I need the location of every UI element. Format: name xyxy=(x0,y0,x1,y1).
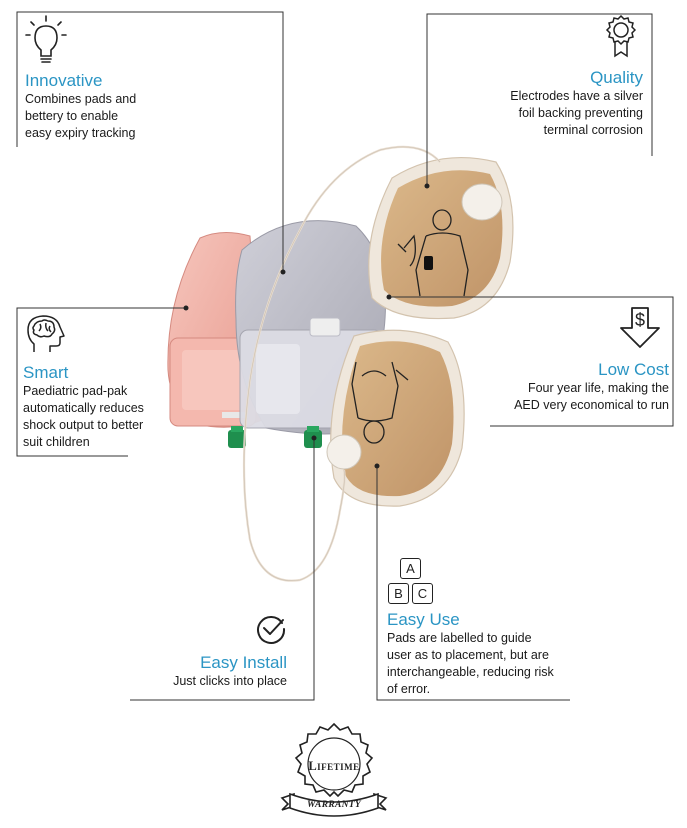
quality-callout-line xyxy=(426,13,653,186)
badge-lifetime-text: Lifetime xyxy=(308,759,360,773)
check-circle-icon xyxy=(255,613,287,645)
easy-install-callout-line xyxy=(130,438,315,701)
easy-use-title: Easy Use xyxy=(387,610,460,629)
warranty-seal-icon: Lifetime Warranty xyxy=(278,722,390,826)
block-c: C xyxy=(412,583,433,604)
feature-quality: Quality Electrodes have a silver foil ba… xyxy=(462,68,643,139)
quality-description: Electrodes have a silver foil backing pr… xyxy=(510,89,643,137)
low-cost-title: Low Cost xyxy=(598,360,669,379)
block-b: B xyxy=(388,583,409,604)
feature-smart: Smart Paediatric pad-pak automatically r… xyxy=(23,363,193,451)
lightbulb-icon xyxy=(22,14,70,66)
award-ribbon-icon xyxy=(604,14,638,58)
smart-title: Smart xyxy=(23,363,69,382)
abc-blocks-icon: A B C xyxy=(386,558,436,606)
svg-text:$: $ xyxy=(635,310,645,330)
low-cost-callout-line xyxy=(389,296,674,427)
innovative-callout-line xyxy=(16,11,284,272)
easy-use-callout-line xyxy=(376,466,570,701)
feature-easy-install: Easy Install Just clicks into place xyxy=(140,653,287,690)
quality-title: Quality xyxy=(590,68,643,87)
innovative-title: Innovative xyxy=(25,71,103,90)
lower-electrode-pad xyxy=(326,329,465,507)
feature-innovative: Innovative Combines pads and bettery to … xyxy=(25,71,185,142)
low-cost-description: Four year life, making the AED very econ… xyxy=(514,381,669,412)
easy-install-title: Easy Install xyxy=(200,653,287,672)
feature-easy-use: Easy Use Pads are labelled to guide user… xyxy=(387,610,577,698)
badge-warranty-text: Warranty xyxy=(307,800,361,810)
dollar-down-arrow-icon: $ xyxy=(617,304,663,350)
block-a: A xyxy=(400,558,421,579)
easy-install-description: Just clicks into place xyxy=(173,674,287,688)
easy-use-description: Pads are labelled to guide user as to pl… xyxy=(387,631,554,696)
brain-head-icon xyxy=(24,312,68,356)
innovative-description: Combines pads and bettery to enable easy… xyxy=(25,92,137,140)
smart-callout-line xyxy=(16,307,186,457)
feature-low-cost: Low Cost Four year life, making the AED … xyxy=(470,360,669,414)
smart-description: Paediatric pad-pak automatically reduces… xyxy=(23,384,144,449)
upper-electrode-pad xyxy=(368,157,514,320)
